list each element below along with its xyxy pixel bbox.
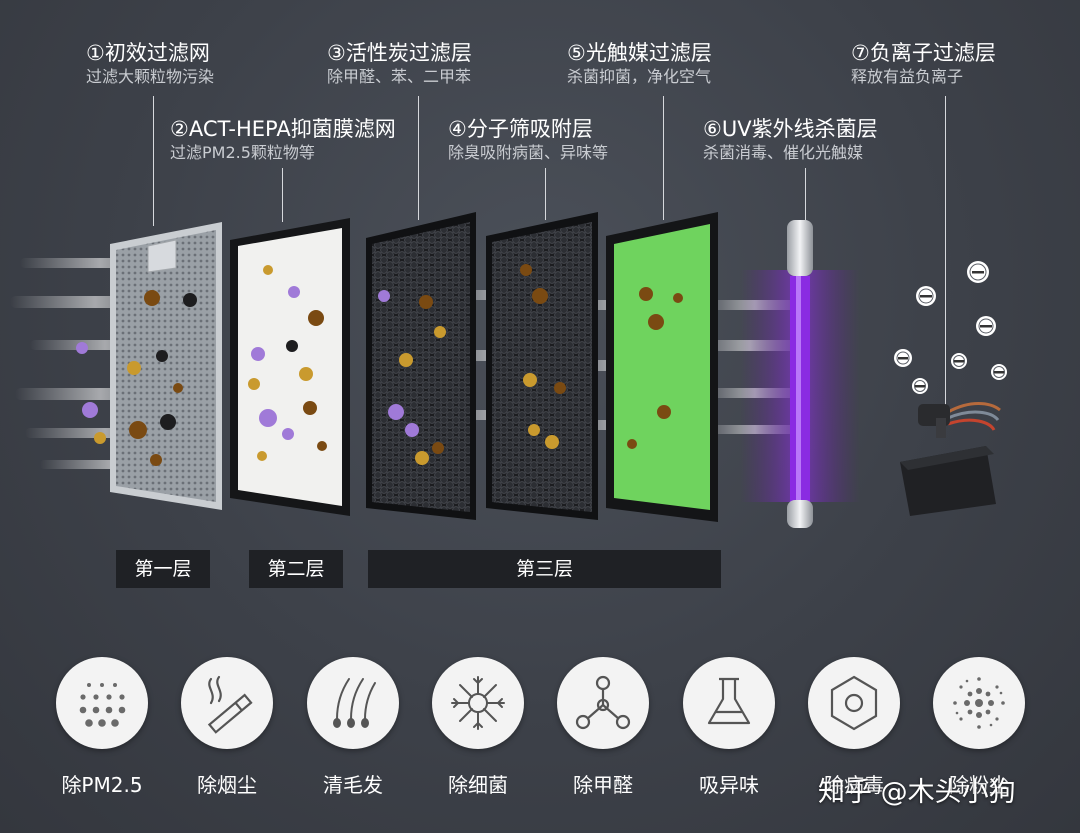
feature-smoke: 除烟尘 bbox=[178, 657, 276, 798]
stage-bar-2: 第二层 bbox=[249, 550, 343, 588]
leader-line-7 bbox=[945, 96, 946, 412]
hepa-filter-panel bbox=[230, 218, 350, 516]
layer-3-desc: 除甲醛、苯、二甲苯 bbox=[327, 67, 472, 86]
negative-ion-generator bbox=[900, 402, 1001, 516]
cigarette-smoke-icon bbox=[181, 657, 273, 749]
layer-4-title: 分子筛吸附层 bbox=[466, 117, 593, 141]
layer-2-desc: 过滤PM2.5颗粒物等 bbox=[170, 143, 315, 162]
layer-2-label: ②ACT-HEPA抑菌膜滤网 过滤PM2.5颗粒物等 bbox=[170, 117, 396, 162]
layer-5-label: ⑤光触媒过滤层 杀菌抑菌，净化空气 bbox=[567, 41, 712, 86]
layer-3-label: ③活性炭过滤层 除甲醛、苯、二甲苯 bbox=[327, 41, 472, 86]
dust-icon bbox=[933, 657, 1025, 749]
molecular-sieve-panel bbox=[486, 212, 598, 520]
molecule-icon bbox=[557, 657, 649, 749]
leader-line-1 bbox=[153, 96, 154, 226]
bacteria-icon bbox=[432, 657, 524, 749]
feature-formaldehyde: 除甲醛 bbox=[554, 657, 652, 798]
layer-6-desc: 杀菌消毒、催化光触媒 bbox=[703, 143, 864, 162]
leader-line-6 bbox=[805, 168, 806, 220]
feature-virus: 除病毒 bbox=[805, 657, 903, 798]
layer-7-label: ⑦负离子过滤层 释放有益负离子 bbox=[851, 41, 996, 86]
layer-4-desc: 除臭吸附病菌、异味等 bbox=[448, 143, 609, 162]
zhihu-watermark: 知乎 @木头小狗 bbox=[818, 777, 1016, 808]
feature-smoke-label: 除烟尘 bbox=[197, 773, 257, 797]
negative-ion-symbols bbox=[894, 261, 1007, 394]
feature-hair-label: 清毛发 bbox=[323, 773, 383, 797]
layer-1-title: 初效过滤网 bbox=[104, 41, 210, 65]
pm25-dots-icon bbox=[56, 657, 148, 749]
feature-odor-label: 吸异味 bbox=[699, 773, 759, 797]
feature-formaldehyde-label: 除甲醛 bbox=[573, 773, 633, 797]
feature-pm25-label: 除PM2.5 bbox=[61, 773, 143, 797]
feature-bacteria: 除细菌 bbox=[429, 657, 527, 798]
layer-7-desc: 释放有益负离子 bbox=[851, 67, 964, 86]
photocatalyst-panel bbox=[606, 212, 718, 522]
pollutant-particles bbox=[76, 264, 683, 466]
activated-carbon-panel bbox=[366, 212, 476, 520]
stage-bar-1: 第一层 bbox=[116, 550, 210, 588]
layer-5-desc: 杀菌抑菌，净化空气 bbox=[567, 67, 712, 86]
layer-6-title: UV紫外线杀菌层 bbox=[721, 117, 878, 141]
feature-hair: 清毛发 bbox=[304, 657, 402, 798]
leader-line-3 bbox=[418, 96, 419, 220]
leader-line-5 bbox=[663, 96, 664, 220]
flask-icon bbox=[683, 657, 775, 749]
leader-line-4 bbox=[545, 168, 546, 220]
layer-1-label: ①初效过滤网 过滤大颗粒物污染 bbox=[86, 41, 215, 86]
pre-filter-panel bbox=[110, 222, 222, 510]
stage-bar-3: 第三层 bbox=[368, 550, 721, 588]
feature-pm25: 除PM2.5 bbox=[53, 657, 151, 798]
feature-bacteria-label: 除细菌 bbox=[448, 773, 508, 797]
hexagon-icon bbox=[808, 657, 900, 749]
feature-virus-label: 除病毒 bbox=[824, 773, 884, 797]
leader-line-2 bbox=[282, 168, 283, 222]
feature-dust-label: 除粉尘 bbox=[949, 773, 1009, 797]
feature-dust: 除粉尘 bbox=[930, 657, 1028, 798]
hair-icon bbox=[307, 657, 399, 749]
layer-3-title: 活性炭过滤层 bbox=[345, 41, 472, 65]
feature-odor: 吸异味 bbox=[680, 657, 778, 798]
layer-5-title: 光触媒过滤层 bbox=[585, 41, 712, 65]
layer-7-title: 负离子过滤层 bbox=[869, 41, 996, 65]
uv-lamp bbox=[740, 220, 860, 528]
layer-6-label: ⑥UV紫外线杀菌层 杀菌消毒、催化光触媒 bbox=[703, 117, 878, 162]
layer-4-label: ④分子筛吸附层 除臭吸附病菌、异味等 bbox=[448, 117, 609, 162]
layer-1-desc: 过滤大颗粒物污染 bbox=[86, 67, 215, 86]
layer-2-title: ACT-HEPA抑菌膜滤网 bbox=[188, 117, 396, 141]
